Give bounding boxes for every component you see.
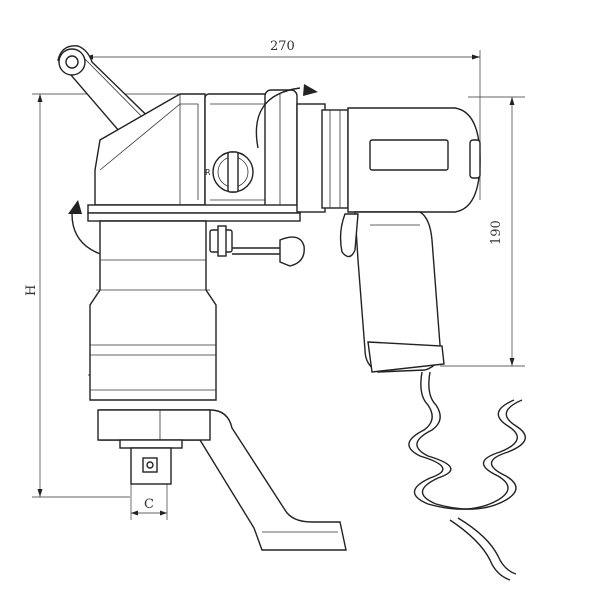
dimension-190: 190	[440, 96, 525, 367]
dimension-c-label: C	[144, 497, 154, 512]
square-drive	[119, 439, 183, 485]
dimension-190-label: 190	[489, 220, 504, 245]
reaction-foot	[97, 409, 347, 551]
selector-knob[interactable]: R	[205, 151, 254, 193]
dimension-270: 270	[84, 39, 481, 200]
side-handle[interactable]	[209, 225, 305, 267]
selector-label: R	[205, 168, 211, 177]
pistol-grip[interactable]	[339, 211, 445, 373]
gear-cylinder	[89, 220, 217, 401]
dimension-c: C	[130, 482, 168, 520]
gearbox-head: R	[87, 89, 301, 222]
trigger[interactable]	[339, 213, 359, 258]
dimension-270-label: 270	[270, 39, 295, 54]
dimension-h-label: H	[24, 285, 39, 296]
rotation-arrow-top	[255, 84, 318, 149]
motor-housing	[296, 103, 481, 213]
air-hose	[408, 371, 526, 581]
